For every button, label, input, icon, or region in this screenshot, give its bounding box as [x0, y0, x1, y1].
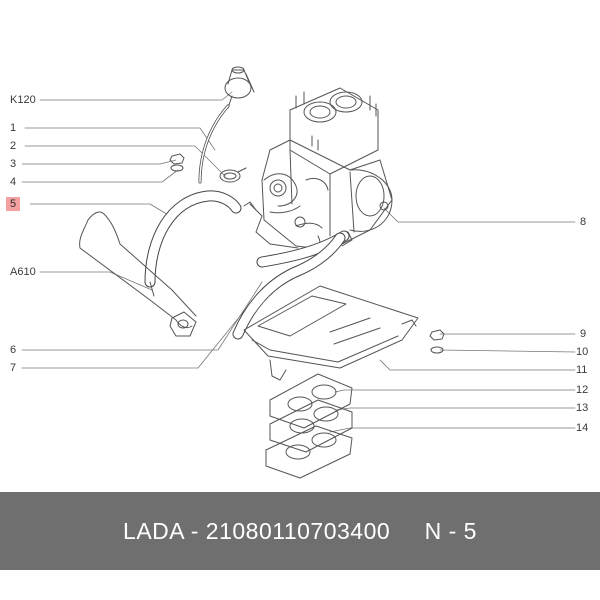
washer-10 — [430, 346, 444, 354]
leader-lines-right — [329, 207, 576, 433]
callout-label-a610: A610 — [10, 266, 36, 278]
callout-label-1: 1 — [10, 122, 17, 134]
long-hose-7 — [232, 232, 346, 340]
leader-2 — [24, 145, 226, 177]
nut-3 — [169, 153, 185, 165]
leader-3 — [21, 159, 177, 165]
leader-k120 — [39, 91, 233, 101]
leader-14 — [329, 427, 576, 433]
part-number-caption: LADA - 21080110703400 N - 5 — [123, 517, 477, 544]
caption-bar: LADA - 21080110703400 N - 5 — [0, 492, 600, 570]
callout-label-5-highlighted: 5 — [6, 197, 21, 211]
callout-label-10: 10 — [576, 346, 589, 358]
leader-7 — [21, 309, 246, 369]
parts-diagram: K120 1 2 3 4 5 A610 6 7 8 9 10 11 12 13 … — [6, 66, 589, 479]
carburetor-assembly-drawing — [21, 66, 576, 479]
vacuum-cap-k120 — [224, 66, 255, 109]
nut-9 — [429, 329, 445, 341]
leader-6 — [21, 281, 263, 351]
carburetor-body — [243, 87, 393, 253]
gasket-12 — [269, 373, 353, 429]
leader-1 — [24, 127, 216, 151]
washer-4 — [170, 164, 184, 172]
leader-13 — [335, 407, 576, 411]
leader-5 — [29, 203, 171, 217]
gasket-14 — [265, 425, 353, 479]
callout-label-9: 9 — [580, 328, 587, 340]
thin-hose-1 — [198, 104, 230, 184]
callout-label-7: 7 — [10, 362, 17, 374]
callout-label-11: 11 — [576, 364, 588, 376]
callout-label-12: 12 — [576, 384, 589, 396]
callout-label-2: 2 — [10, 140, 17, 152]
leader-11 — [379, 359, 576, 371]
leader-12 — [334, 389, 576, 393]
bottom-margin — [0, 570, 600, 600]
callout-label-14: 14 — [576, 422, 589, 434]
callout-label-6: 6 — [10, 344, 17, 356]
leader-8 — [383, 207, 576, 223]
callout-label-3: 3 — [10, 158, 17, 170]
leader-lines-left — [21, 91, 263, 369]
leader-a610 — [39, 271, 153, 291]
leader-10 — [439, 349, 576, 353]
callout-label-8: 8 — [580, 216, 587, 228]
heat-shield-11 — [243, 285, 419, 381]
leader-4 — [21, 169, 179, 183]
curved-hose-5 — [144, 190, 242, 288]
callout-label-13: 13 — [576, 402, 589, 414]
callout-label-4: 4 — [10, 176, 17, 188]
intake-pipe-a610 — [79, 211, 197, 337]
callout-label-k120: K120 — [10, 94, 36, 106]
clamp-2 — [219, 167, 247, 183]
insulator-13 — [269, 399, 353, 453]
